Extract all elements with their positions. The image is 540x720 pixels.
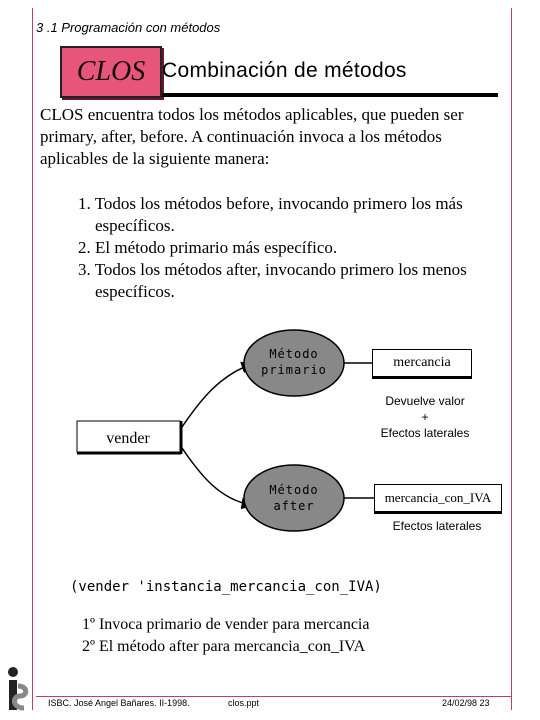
title-underline xyxy=(162,93,498,97)
page-title: Combinación de métodos xyxy=(162,59,407,82)
vender-label: vender xyxy=(106,430,150,447)
logo-text: CLOS xyxy=(76,56,146,87)
footer-rule xyxy=(36,696,512,697)
arrow-to-primary xyxy=(179,361,254,431)
step-item: 2. El método primario más específico. xyxy=(78,238,338,257)
mercancia-con-iva-label: mercancia_con_IVA xyxy=(384,490,492,505)
mercancia-con-iva-box: mercancia_con_IVA xyxy=(374,484,502,514)
arrow-to-after xyxy=(179,444,254,510)
steps-list: 1. Todos los métodos before, invocando p… xyxy=(78,193,498,303)
isbc-logo-icon xyxy=(8,667,29,711)
intro-paragraph: CLOS encuentra todos los métodos aplicab… xyxy=(40,105,464,168)
notes: 1º Invoca primario de vender para mercan… xyxy=(82,614,369,658)
note-item: 1º Invoca primario de vender para mercan… xyxy=(82,616,370,633)
effects-line: Devuelve valor xyxy=(385,394,465,408)
step-item: 3. Todos los métodos after, invocando pr… xyxy=(78,260,467,301)
after-node-line2: after xyxy=(273,499,314,513)
step-item: 1. Todos los métodos before, invocando p… xyxy=(78,194,463,235)
note-item: 2º El método after para mercancia_con_IV… xyxy=(82,638,366,655)
slide-frame xyxy=(32,8,512,710)
effects-line: Efectos laterales xyxy=(380,426,470,440)
primary-node-line2: primario xyxy=(261,363,327,377)
clos-logo: CLOS xyxy=(60,46,162,98)
footer-file: clos.ppt xyxy=(228,698,260,708)
vender-box xyxy=(76,420,181,453)
primary-effects-label: Devuelve valor + Efectos laterales xyxy=(366,393,484,441)
after-effects-label: Efectos laterales xyxy=(392,519,482,533)
call-expression: (vender 'instancia_mercancia_con_IVA) xyxy=(70,579,382,595)
primary-node-line1: Método xyxy=(269,347,318,361)
effects-line: + xyxy=(421,410,429,424)
footer-author: ISBC. José Angel Bañares. II-1998. xyxy=(48,698,190,708)
mercancia-label: mercancia xyxy=(393,355,451,370)
after-node-line1: Método xyxy=(269,483,318,497)
after-method-node xyxy=(243,464,345,532)
footer-date-page: 24/02/98 23 xyxy=(442,698,490,708)
breadcrumb: 3 .1 Programación con métodos xyxy=(36,20,221,35)
mercancia-box: mercancia xyxy=(372,349,472,379)
